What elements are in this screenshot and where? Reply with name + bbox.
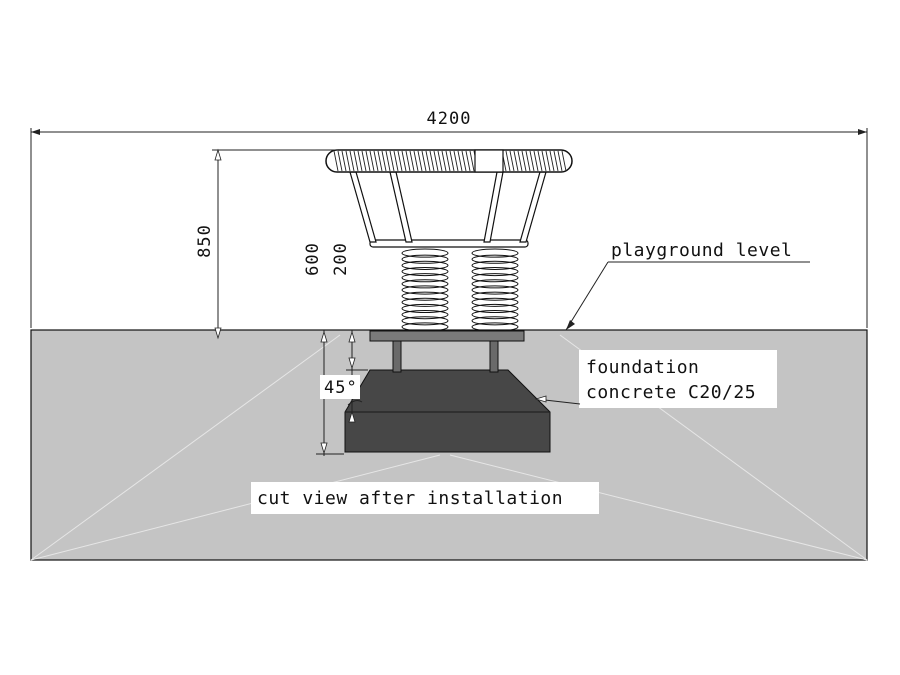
- height-dimension: 850: [195, 148, 338, 340]
- base-depth-dimension: 200: [331, 242, 368, 423]
- base-depth-label: 200: [331, 242, 351, 276]
- caption-label: cut view after installation: [257, 488, 563, 509]
- foundation-label-line2: concrete C20/25: [586, 382, 756, 403]
- height-dimension-label: 850: [195, 224, 215, 258]
- foundation-label-line1: foundation: [586, 357, 699, 378]
- foundation-depth-label: 600: [303, 242, 323, 276]
- caption-box: cut view after installation: [251, 482, 599, 514]
- base-plate: [369, 330, 525, 342]
- chamfer-angle-callout: 45°: [320, 375, 363, 406]
- playground-level-callout: playground level: [565, 240, 810, 331]
- support-struts: [349, 171, 547, 243]
- spring-right: [471, 248, 519, 332]
- spring-left: [401, 248, 449, 332]
- seat-plate: [369, 239, 529, 248]
- width-dimension-label: 4200: [427, 109, 472, 129]
- wheel-ring: [325, 149, 573, 173]
- width-dimension: 4200: [30, 109, 868, 328]
- foundation-block: [344, 369, 551, 453]
- playground-level-label: playground level: [611, 240, 792, 261]
- chamfer-angle-label: 45°: [324, 378, 358, 398]
- foundation-callout: foundation concrete C20/25: [534, 350, 777, 408]
